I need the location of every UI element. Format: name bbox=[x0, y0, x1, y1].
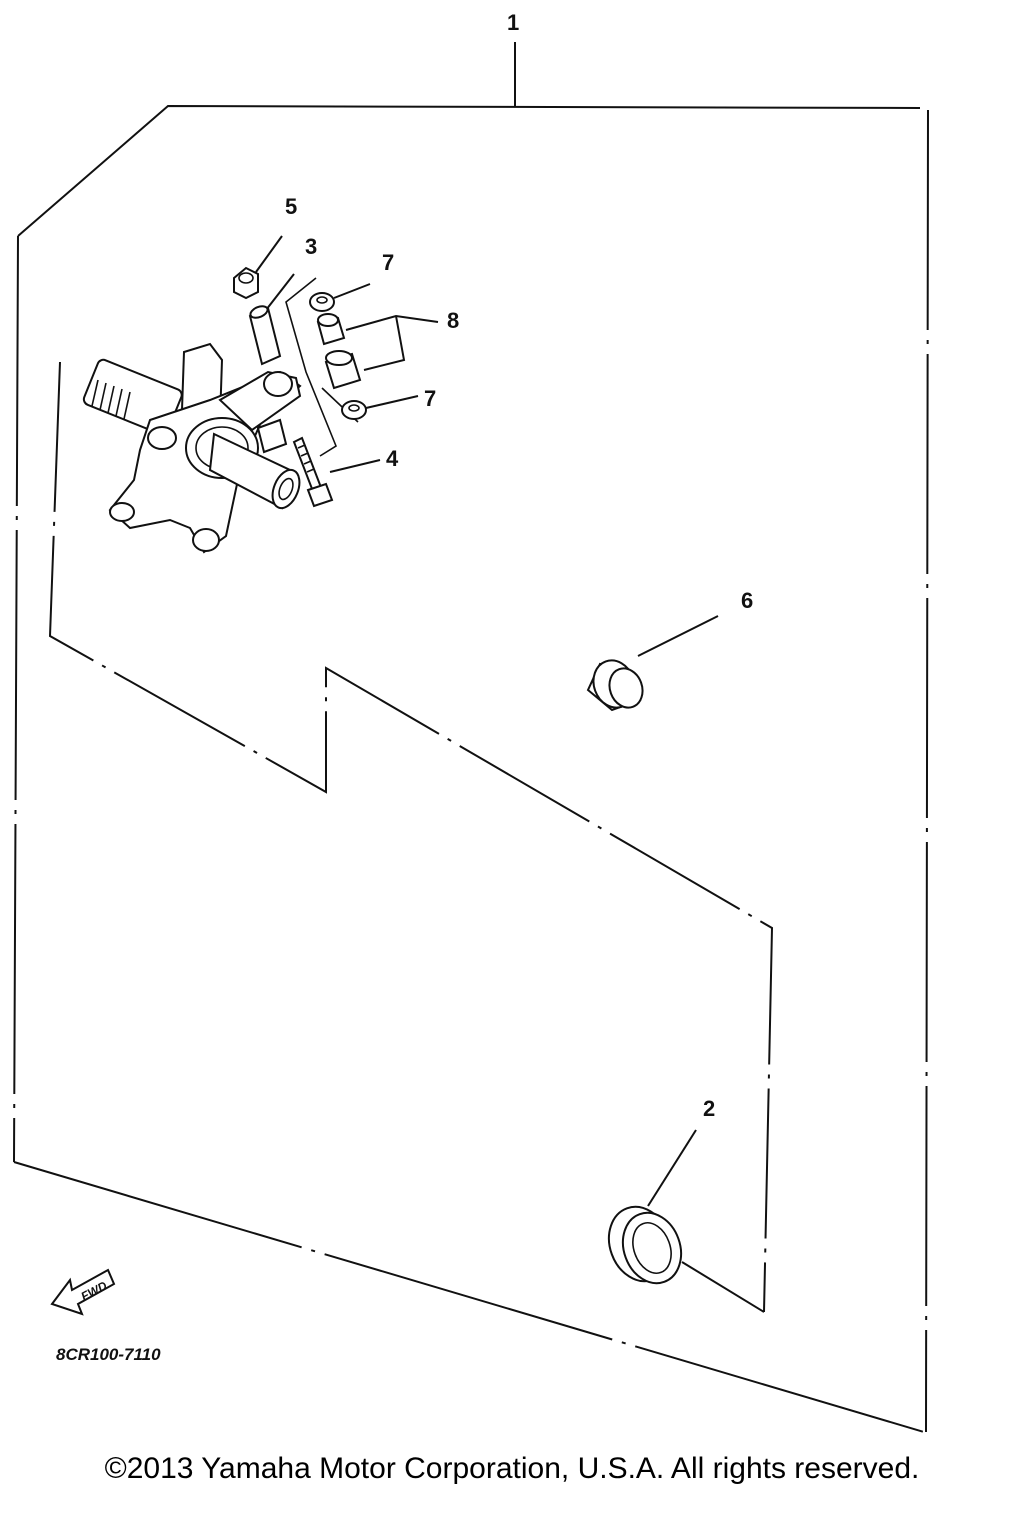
part-8-bushings: 8 bbox=[316, 308, 459, 390]
drawing-code: 8CR100-7110 bbox=[56, 1345, 161, 1364]
callout-5-label: 5 bbox=[285, 194, 297, 219]
part-6-bushing: 6 bbox=[586, 588, 753, 712]
callout-7-upper-label: 7 bbox=[382, 250, 394, 275]
callout-7-lower-label: 7 bbox=[424, 386, 436, 411]
nozzle-bracket-assembly bbox=[82, 342, 302, 554]
callout-2-label: 2 bbox=[703, 1096, 715, 1121]
callout-3-label: 3 bbox=[305, 234, 317, 259]
kit-boundary-outline bbox=[13, 104, 929, 1433]
copyright-notice: ©2013 Yamaha Motor Corporation, U.S.A. A… bbox=[104, 1452, 920, 1485]
part-7-lower-washer: 7 bbox=[341, 386, 436, 420]
forward-arrow-icon: FWD bbox=[50, 1268, 116, 1316]
callout-1: 1 bbox=[507, 10, 519, 106]
part-5-nut: 5 bbox=[233, 194, 297, 300]
callout-4-label: 4 bbox=[386, 446, 399, 471]
callout-1-label: 1 bbox=[507, 10, 519, 35]
inner-group-outline bbox=[48, 361, 774, 1313]
part-3-collar: 3 bbox=[248, 234, 317, 366]
part-2-seal: 2 bbox=[607, 1096, 765, 1313]
part-4-bolt: 4 bbox=[292, 436, 399, 508]
callout-6-label: 6 bbox=[741, 588, 753, 613]
part-7-upper-washer: 7 bbox=[309, 250, 394, 312]
callout-8-label: 8 bbox=[447, 308, 459, 333]
